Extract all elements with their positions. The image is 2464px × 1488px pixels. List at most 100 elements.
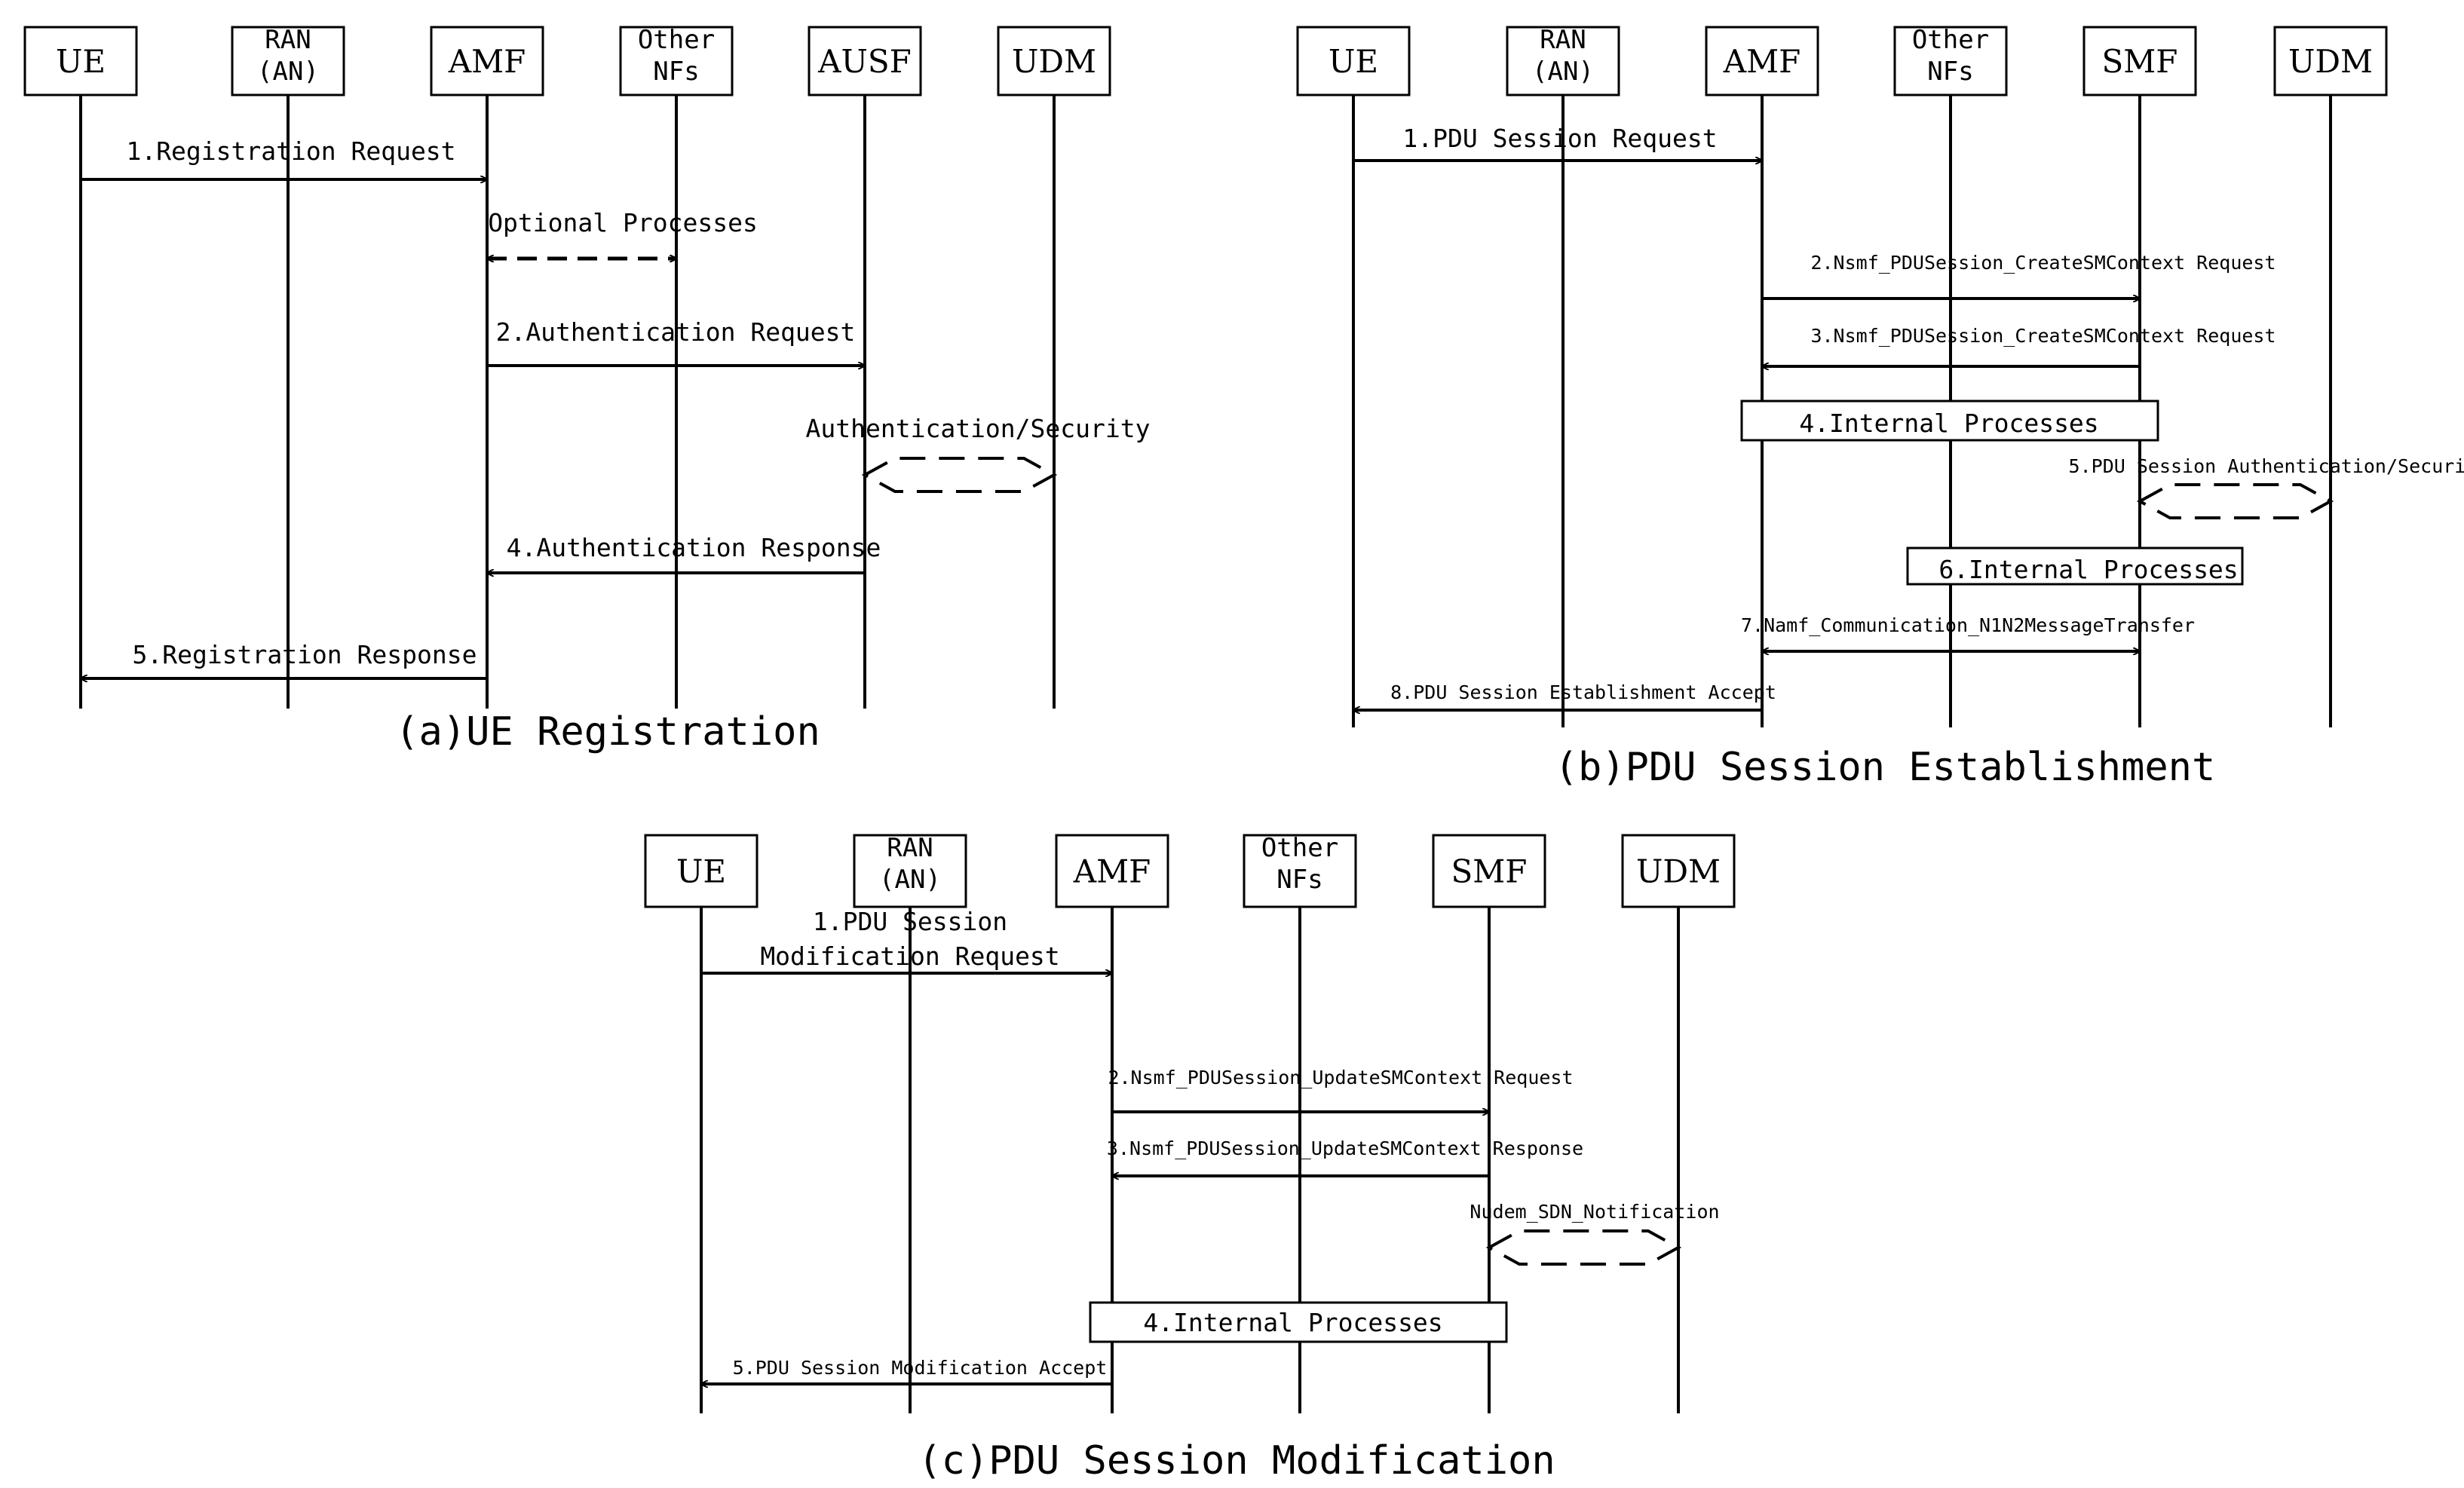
- entity-box: [1506, 26, 1620, 96]
- panel-caption: (b)PDU Session Establishment: [1555, 745, 2216, 790]
- entity-box: [1055, 834, 1169, 908]
- message-4: Authentication/Security: [806, 414, 1151, 493]
- message-label: 1.Registration Request: [126, 136, 455, 166]
- exchange-hexagon: [861, 457, 1058, 493]
- message-label: 5.Registration Response: [133, 640, 477, 669]
- message-label: 4.Authentication Response: [507, 533, 881, 562]
- message-6: 5.Registration Response: [81, 640, 487, 678]
- message-label: 5.PDU Session Modification Accept: [733, 1357, 1108, 1379]
- message-2: 2.Nsmf_PDUSession_UpdateSMContext Reques…: [1108, 1067, 1574, 1112]
- exchange-hexagon: [2136, 483, 2334, 519]
- message-label: 1.PDU Session Request: [1402, 124, 1717, 153]
- entity-ran-an: RAN(AN): [1506, 25, 1620, 727]
- message-1: 1.PDU Session Request: [1353, 124, 1762, 161]
- message-3: 3.Nsmf_PDUSession_CreateSMContext Reques…: [1762, 325, 2276, 366]
- process-box: [1089, 1301, 1508, 1343]
- entity-ue: UE: [1296, 26, 1411, 727]
- panel-caption: (a)UE Registration: [395, 709, 820, 755]
- entity-label: UE: [676, 853, 726, 890]
- entity-label: RAN(AN): [1532, 25, 1594, 87]
- entity-label: AUSF: [817, 43, 912, 80]
- entity-label: UE: [56, 43, 106, 80]
- entity-label: SMF: [1451, 853, 1528, 890]
- entity-box: [2273, 26, 2388, 96]
- message-8: 8.PDU Session Establishment Accept: [1353, 681, 1776, 710]
- entity-box: [808, 26, 922, 96]
- entity-box: [23, 26, 138, 96]
- process-box: [1740, 400, 2159, 442]
- entity-box: [853, 834, 967, 908]
- entity-udm: UDM: [2273, 26, 2388, 727]
- entity-box: [1243, 834, 1357, 908]
- entity-box: [1432, 834, 1546, 908]
- entity-box: [644, 834, 759, 908]
- message-label: 4.Internal Processes: [1799, 409, 2098, 438]
- message-label: Optional Processes: [488, 208, 758, 237]
- message-6: 6.Internal Processes: [1906, 547, 2244, 586]
- process-box: [1906, 547, 2244, 586]
- message-label: 7.Namf_Communication_N1N2MessageTransfer: [1741, 614, 2195, 636]
- entity-amf: AMF: [430, 26, 544, 709]
- message-5: 4.Authentication Response: [487, 533, 881, 573]
- message-label: 2.Nsmf_PDUSession_UpdateSMContext Reques…: [1108, 1067, 1573, 1088]
- message-3: 3.Nsmf_PDUSession_UpdateSMContext Respon…: [1107, 1137, 1583, 1176]
- entity-box: [1893, 26, 2008, 96]
- message-label: 3.Nsmf_PDUSession_UpdateSMContext Respon…: [1107, 1137, 1583, 1159]
- message-2: Optional Processes: [487, 208, 758, 259]
- entity-label: AMF: [1723, 43, 1800, 80]
- panel-caption: (c)PDU Session Modification: [918, 1438, 1555, 1483]
- entity-label: SMF: [2102, 43, 2178, 80]
- entity-label: RAN(AN): [257, 25, 319, 87]
- entity-label: AMF: [1073, 853, 1151, 890]
- entity-amf: AMF: [1705, 26, 1819, 727]
- message-7: 7.Namf_Communication_N1N2MessageTransfer: [1741, 614, 2195, 651]
- entity-box: [1705, 26, 1819, 96]
- message-3: 2.Authentication Request: [487, 317, 865, 366]
- entity-ran-an: RAN(AN): [231, 25, 345, 709]
- message-label: 5.PDU Session Authentication/Security: [2069, 455, 2464, 477]
- message-5: 4.Internal Processes: [1089, 1301, 1508, 1343]
- message-4: 4.Internal Processes: [1740, 400, 2159, 442]
- message-label: Nudem_SDN_Notification: [1470, 1201, 1719, 1223]
- message-label: 4.Internal Processes: [1143, 1308, 1442, 1337]
- entity-box: [430, 26, 544, 96]
- message-5: 5.PDU Session Authentication/Security: [2069, 455, 2464, 519]
- message-label: Authentication/Security: [806, 414, 1151, 443]
- message-label: 6.Internal Processes: [1938, 555, 2238, 584]
- entity-label: RAN(AN): [879, 833, 941, 895]
- entity-udm: UDM: [1621, 834, 1736, 1413]
- entity-ran-an: RAN(AN): [853, 833, 967, 1413]
- entity-ausf: AUSF: [808, 26, 922, 709]
- message-label: 2.Nsmf_PDUSession_CreateSMContext Reques…: [1810, 252, 2276, 274]
- entity-ue: UE: [644, 834, 759, 1413]
- message-6: 5.PDU Session Modification Accept: [701, 1357, 1112, 1384]
- message-1: 1.Registration Request: [81, 136, 487, 179]
- entity-ue: UE: [23, 26, 138, 709]
- entity-box: [997, 26, 1111, 96]
- entity-label: UDM: [1636, 853, 1721, 890]
- message-label: 2.Authentication Request: [496, 317, 856, 347]
- entity-label: UDM: [1012, 43, 1096, 80]
- entity-smf: SMF: [1432, 834, 1546, 1413]
- entity-label: AMF: [448, 43, 526, 80]
- entity-label: UDM: [2288, 43, 2373, 80]
- message-label: 8.PDU Session Establishment Accept: [1390, 681, 1776, 703]
- message-2: 2.Nsmf_PDUSession_CreateSMContext Reques…: [1762, 252, 2276, 299]
- entity-udm: UDM: [997, 26, 1111, 709]
- entity-label: UE: [1329, 43, 1378, 80]
- exchange-hexagon: [1485, 1229, 1682, 1266]
- entity-box: [231, 26, 345, 96]
- message-label: 3.Nsmf_PDUSession_CreateSMContext Reques…: [1810, 325, 2276, 347]
